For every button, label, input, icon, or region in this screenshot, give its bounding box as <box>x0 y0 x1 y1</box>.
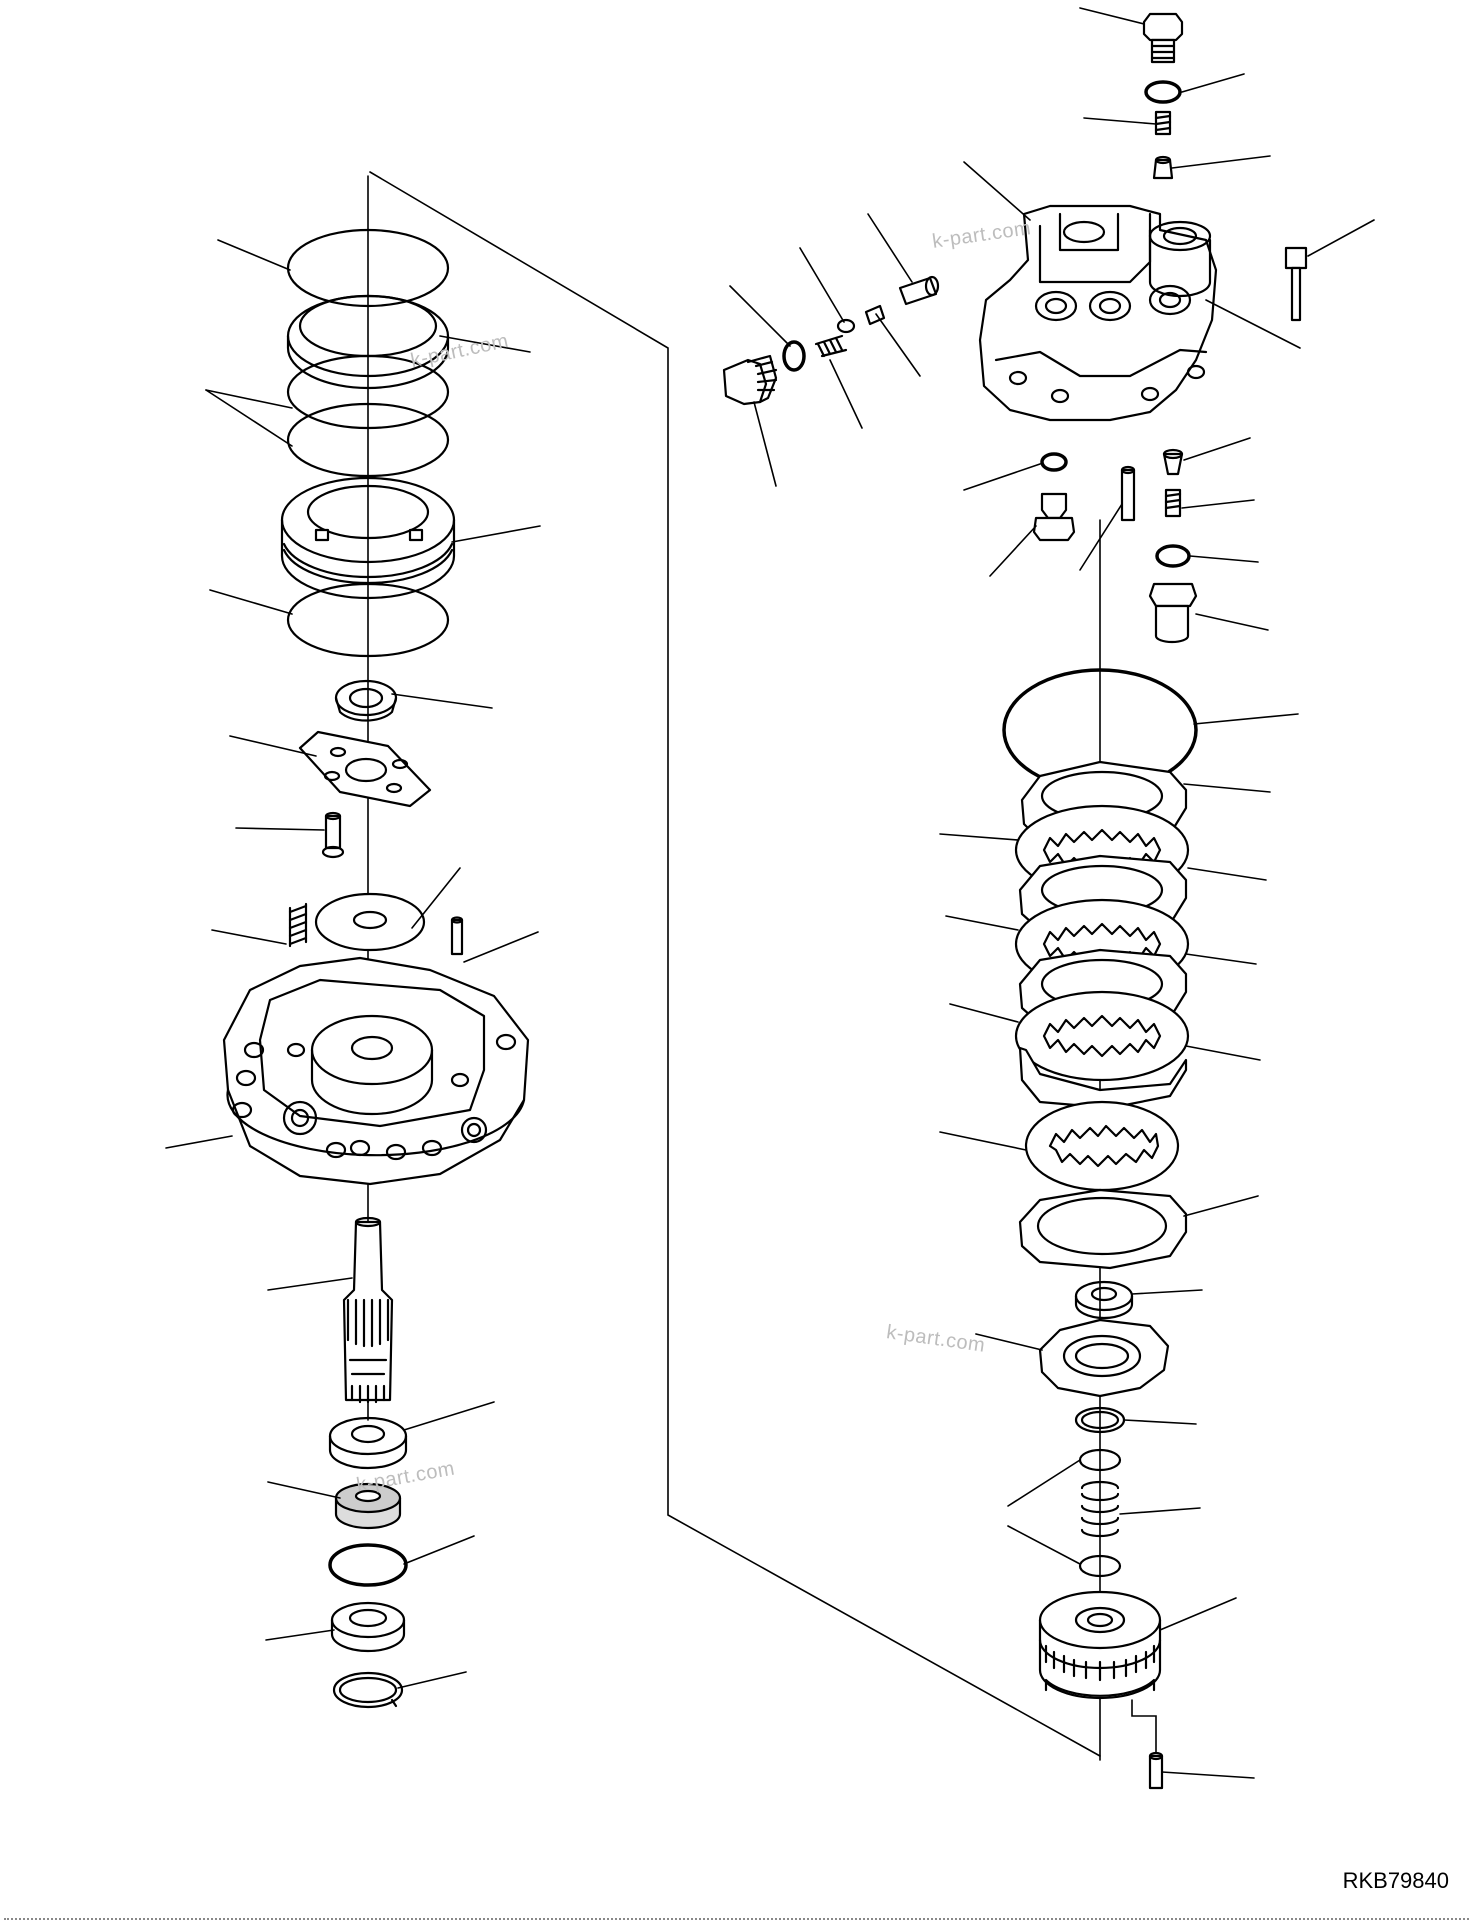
spring-centre <box>1080 1480 1120 1538</box>
plunger-side <box>898 275 940 306</box>
dowel-pin-left <box>450 916 464 956</box>
spring-lower <box>1164 488 1182 518</box>
dowel-pin-bottom <box>1148 1751 1164 1790</box>
left-leader-lines <box>165 239 541 1689</box>
plug-top <box>1142 12 1184 64</box>
spring-top <box>1154 110 1172 136</box>
retainer-plate <box>1038 1318 1170 1398</box>
dowel-pin-guide-line <box>1131 1699 1157 1753</box>
plug-lower-right <box>1148 582 1198 644</box>
spring-side <box>814 334 848 358</box>
o-ring-piston <box>286 582 450 658</box>
valve-cover <box>978 204 1218 422</box>
o-ring-pair-upper <box>286 354 450 430</box>
separator-plate-lower <box>1018 1188 1188 1270</box>
piston-rod <box>321 811 345 859</box>
page-bottom-border <box>4 1918 1469 1920</box>
valve-plate <box>298 730 432 808</box>
drawing-code: RKB79840 <box>1342 1868 1449 1893</box>
snap-ring-lower <box>332 1671 404 1709</box>
left-assembly <box>165 175 541 1709</box>
right-assembly <box>722 7 1375 1790</box>
ball-side <box>836 318 856 334</box>
motor-housing <box>222 956 530 1186</box>
bearing-lower <box>328 1416 408 1470</box>
o-ring-lower-left <box>1040 452 1068 472</box>
thrust-washer <box>314 892 426 952</box>
check-valve-lower <box>1162 448 1184 476</box>
o-ring-side-plug <box>782 340 806 372</box>
spring-small <box>288 902 308 948</box>
cap-bolt <box>1284 246 1308 322</box>
o-ring-shaft <box>328 1543 408 1587</box>
cylinder-block <box>1038 1590 1162 1700</box>
bearing-sleeve-ring <box>286 294 450 390</box>
bearing-small <box>1074 1280 1134 1320</box>
check-valve-top <box>1152 155 1174 180</box>
plug-lower-left <box>1032 492 1076 542</box>
friction-plate-lower <box>1024 1100 1180 1192</box>
oil-seal <box>334 1482 402 1530</box>
right-leader-lines <box>729 7 1375 1779</box>
o-ring-plug-top <box>1144 80 1182 104</box>
spline-collar <box>334 679 398 722</box>
o-ring-top <box>286 228 450 308</box>
assembly-connector-lines <box>369 171 1101 1757</box>
output-shaft <box>342 1216 394 1404</box>
o-ring-plug-lower <box>1155 544 1191 568</box>
brake-plate-stack <box>1014 760 1190 1110</box>
spacer-lower <box>1078 1554 1122 1578</box>
shaft-collar <box>330 1601 406 1653</box>
side-plug <box>722 354 778 406</box>
dowel-pin-cover <box>1120 465 1136 522</box>
o-ring-pair-lower <box>286 402 450 478</box>
